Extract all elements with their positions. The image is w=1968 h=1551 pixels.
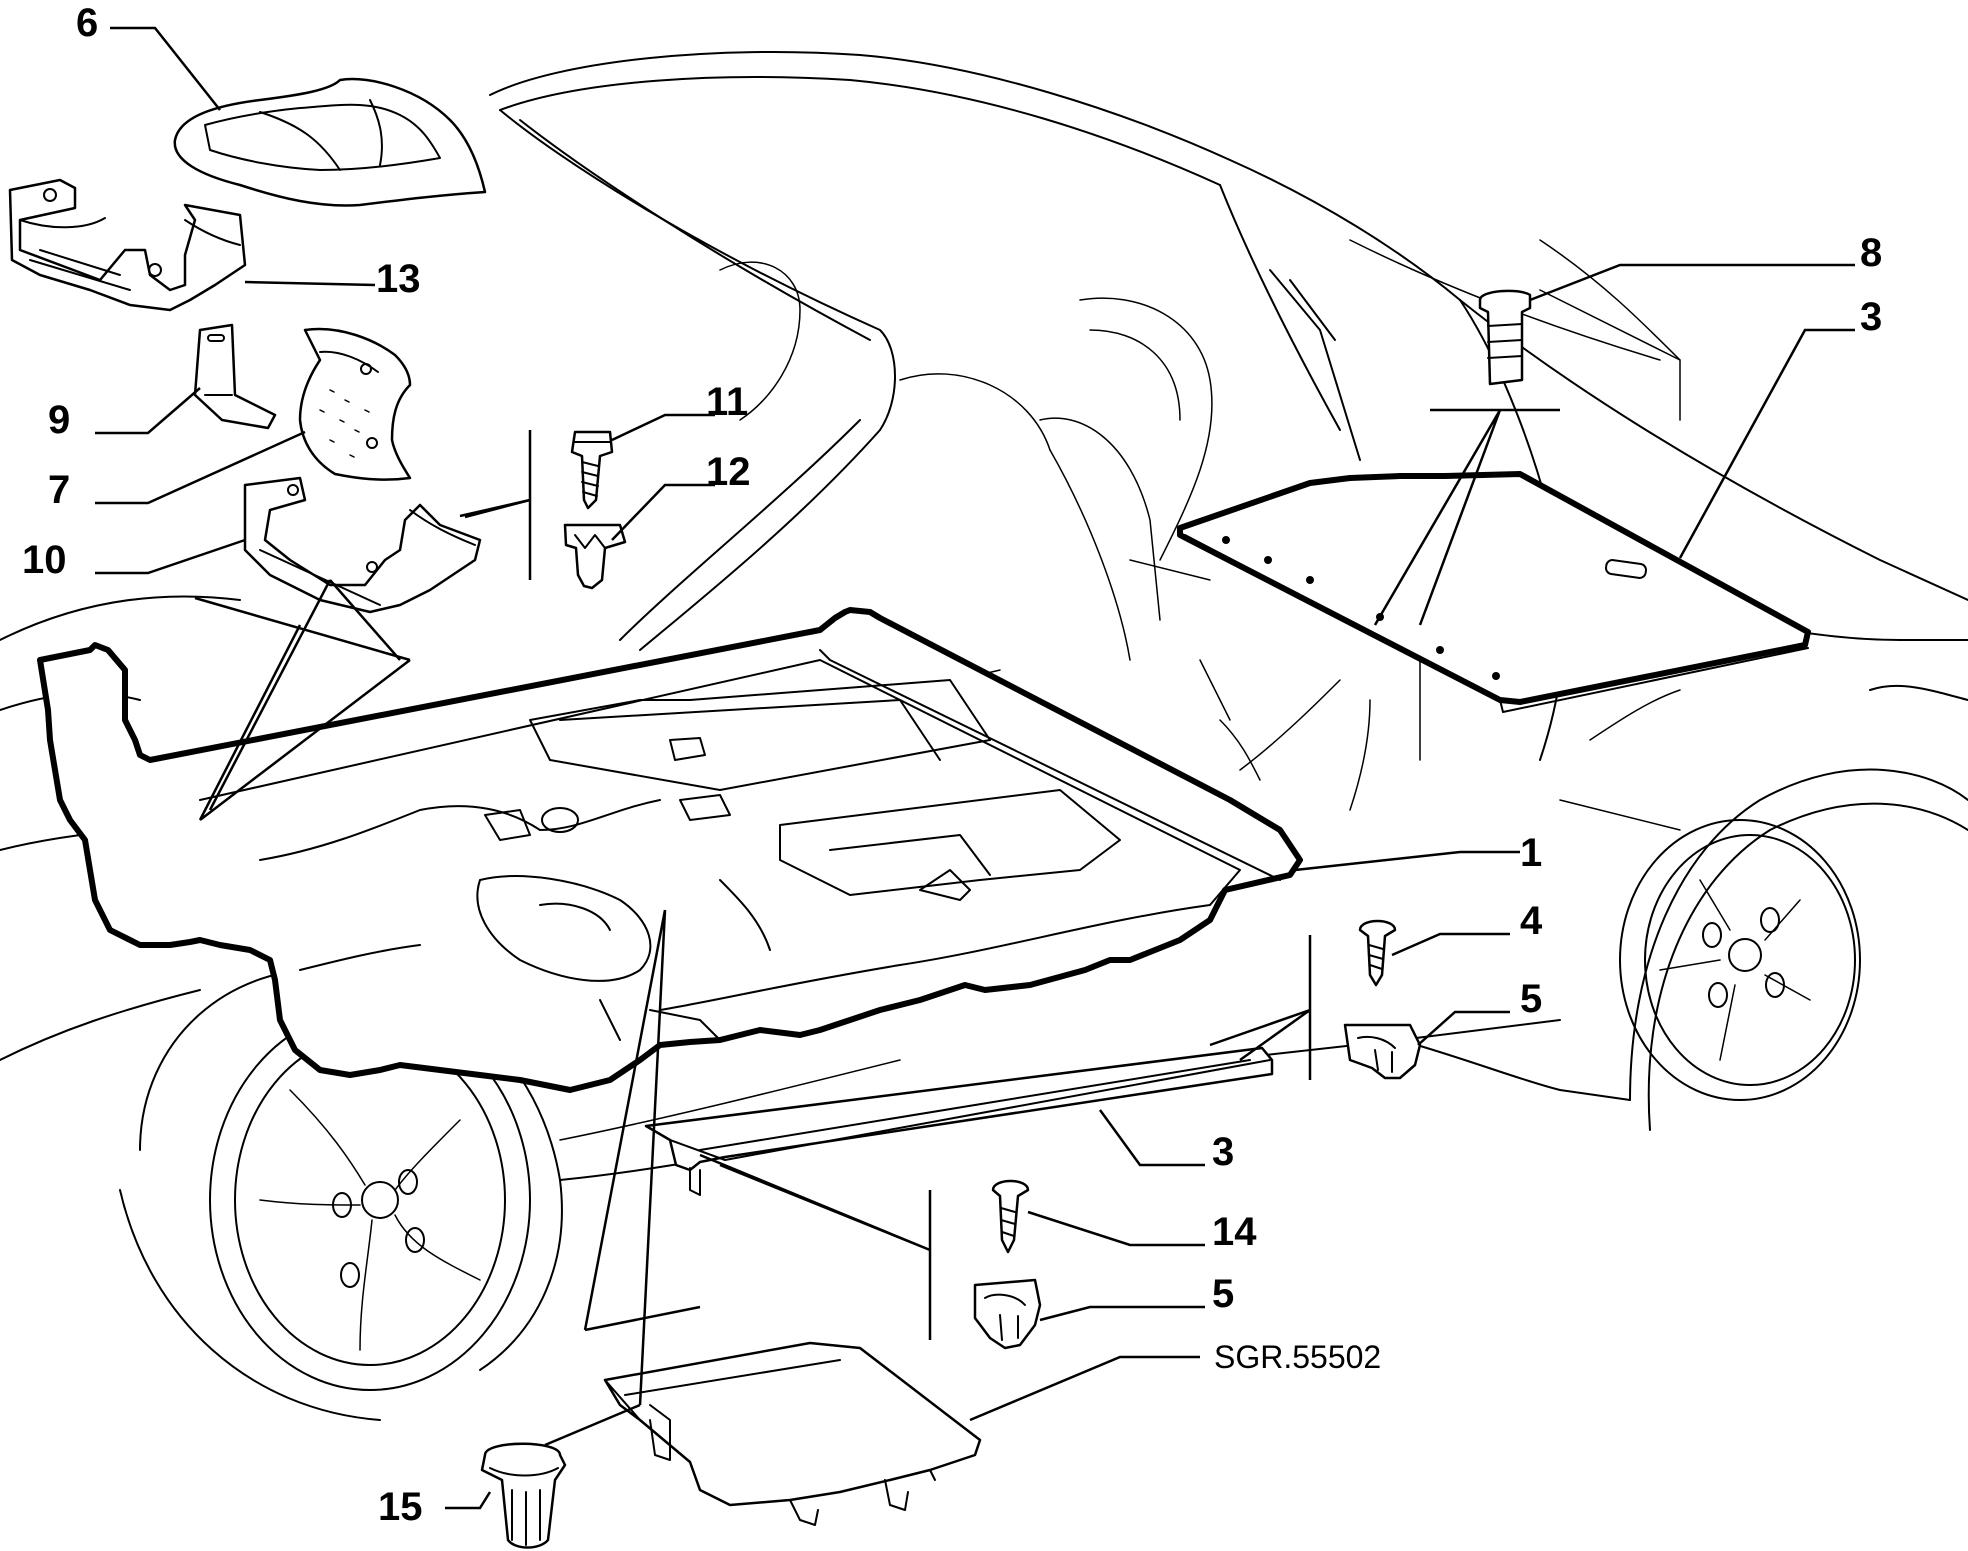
callout-14: 14 (1212, 1210, 1257, 1254)
clip-part-12 (563, 523, 627, 590)
callout-12: 12 (706, 450, 751, 494)
cap-part-15 (480, 1442, 567, 1549)
clip-nut-part-5-lower (973, 1278, 1042, 1350)
callout-13: 13 (376, 257, 421, 301)
pad-part-6 (173, 77, 487, 207)
screw-part-4 (1358, 919, 1397, 987)
bracket-part-13 (8, 178, 247, 312)
sill-trim-part-3 (644, 1046, 1274, 1196)
stud-part-8 (1478, 289, 1532, 386)
l-bracket-part-9 (193, 323, 277, 430)
callout-labels: 6 13 9 7 10 11 12 8 3 1 4 5 3 14 5 15 SG… (22, 1, 1882, 1529)
callout-3: 3 (1212, 1130, 1234, 1174)
trunk-panel-part-2 (1177, 471, 1811, 713)
callout-10: 10 (22, 538, 67, 582)
callout-6: 6 (76, 1, 98, 45)
callout-7: 7 (48, 468, 70, 512)
reference-code: SGR.55502 (1214, 1339, 1381, 1375)
leader-lines (95, 26, 1855, 1510)
screw-part-14 (991, 1179, 1030, 1254)
bracket-part-10 (243, 476, 482, 614)
callout-5-upper: 5 (1520, 977, 1542, 1021)
callout-8: 8 (1860, 231, 1882, 275)
callout-15: 15 (378, 1485, 423, 1529)
cover-panel (603, 1341, 982, 1526)
callout-5-lower: 5 (1212, 1272, 1234, 1316)
callout-1: 1 (1520, 831, 1542, 875)
callout-2: 3 (1860, 295, 1882, 339)
callout-4: 4 (1520, 899, 1543, 943)
curved-pad-part-7 (298, 327, 412, 481)
callout-11: 11 (706, 380, 748, 424)
callout-9: 9 (48, 398, 70, 442)
clip-nut-part-5-upper (1343, 1023, 1422, 1080)
bolt-part-11 (570, 430, 614, 510)
floor-pan-part-1 (37, 607, 1303, 1093)
